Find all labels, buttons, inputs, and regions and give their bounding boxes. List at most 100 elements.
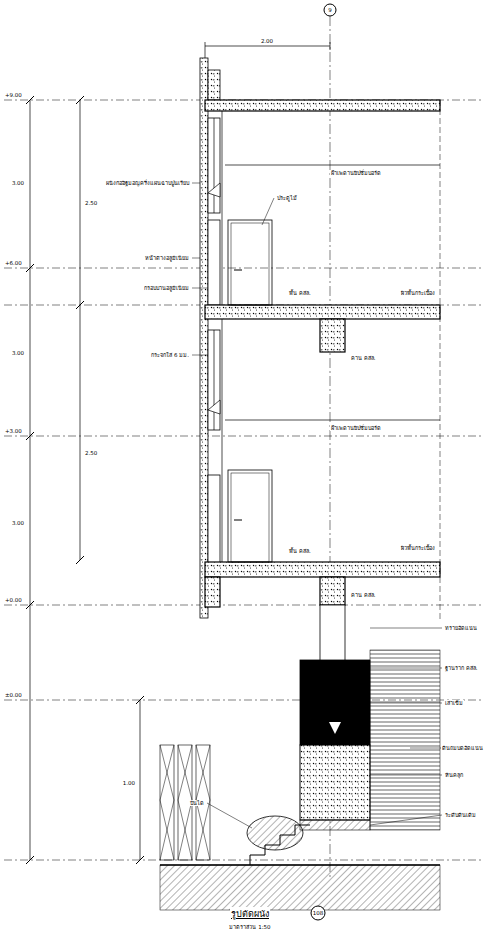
annotation-label: ±0.00	[4, 692, 23, 698]
annotation-label: 3.00	[11, 180, 25, 186]
dimension-tick	[26, 264, 34, 272]
inner-wall-line	[222, 111, 223, 305]
annotation-label: กระจกใส 6 มม.	[150, 352, 190, 358]
parapet	[208, 70, 220, 100]
annotation-label: +3.00	[4, 428, 23, 434]
door-handle	[234, 270, 242, 271]
annotation-label: 2.50	[84, 200, 98, 206]
leader-line	[370, 668, 442, 669]
dimension-tick	[136, 856, 144, 864]
beam	[320, 319, 345, 352]
glass-line	[214, 330, 215, 430]
annotation-label: ผิวพื้นกระเบื้อง	[400, 290, 436, 296]
annotation-label: หน้าต่างอลูมิเนียม	[144, 255, 190, 261]
callout-number: 108	[312, 910, 325, 916]
stump-column	[320, 605, 345, 660]
annotation-label: เสาเข็ม	[444, 700, 464, 706]
dimension-tick	[76, 556, 84, 564]
dimension-line	[80, 100, 81, 560]
dimension-line	[330, 42, 331, 50]
door-frame	[228, 220, 272, 305]
annotation-label: ผนังก่ออิฐมอญครึ่งแผ่นฉาบปูนเรียบ	[105, 180, 190, 186]
fence-brace	[178, 800, 192, 860]
annotation-label: +6.00	[4, 260, 23, 266]
level-line	[4, 860, 484, 861]
level-line	[4, 268, 484, 269]
fence-brace	[196, 800, 210, 860]
dimension-line	[140, 700, 141, 860]
roof-slab	[205, 100, 440, 111]
grid-bubble	[324, 4, 336, 16]
leader-line	[370, 703, 442, 704]
fence-brace	[196, 745, 210, 800]
annotation-label: คาน คสล.	[350, 355, 377, 361]
dimension-tick	[76, 301, 84, 309]
drawing-title: รูปตัดผนัง	[230, 907, 270, 921]
leader-line	[192, 355, 208, 356]
stair-steps	[250, 825, 310, 865]
fence-panel	[160, 745, 174, 860]
fence-brace	[160, 745, 174, 800]
annotation-label: ฝ้าเพดานยิปซั่มบอร์ด	[330, 425, 382, 431]
annotation-label: หินคลุก	[444, 772, 464, 778]
fence-brace	[178, 745, 192, 800]
leader-line	[207, 803, 252, 828]
door-frame	[228, 470, 272, 562]
level-line	[4, 605, 484, 606]
window-sill	[208, 400, 220, 414]
section-linework	[4, 4, 484, 920]
leader-line	[370, 775, 442, 776]
leader-line	[262, 198, 274, 225]
annotation-label: 3.00	[11, 350, 25, 356]
leader-line	[192, 183, 200, 184]
ground-beam	[205, 577, 220, 607]
footing-top	[300, 660, 370, 745]
annotation-label: +0.00	[4, 597, 23, 603]
annotation-label: ประตูไม้	[276, 195, 298, 201]
fence-brace	[178, 745, 192, 800]
annotation-label: บันได	[189, 800, 205, 806]
annotation-label: 2.00	[260, 38, 274, 44]
glazing-panel	[208, 220, 220, 305]
leader-line	[192, 288, 208, 289]
dimension-tick	[26, 432, 34, 440]
dimension-tick	[136, 696, 144, 704]
annotation-label: +9.00	[4, 92, 23, 98]
annotation-label: ฝ้าเพดานยิปซั่มบอร์ด	[330, 170, 382, 176]
fence-brace	[160, 800, 174, 860]
leader-line	[410, 748, 442, 749]
annotation-label: พื้น คสล.	[288, 548, 312, 554]
annotation-label: ผิวพื้นกระเบื้อง	[400, 545, 436, 551]
inner-wall-line	[222, 319, 223, 562]
window-frame	[208, 330, 220, 430]
lean-concrete	[300, 820, 370, 830]
fence-brace	[160, 745, 174, 800]
leader-line	[370, 815, 442, 825]
annotation-label: ดินถมบดอัดแน่น	[441, 745, 484, 751]
level-line	[4, 436, 484, 437]
ground-line	[160, 864, 440, 865]
fence-brace	[196, 745, 210, 800]
detail-bubble	[311, 906, 325, 920]
annotation-label: คาน คสล.	[350, 592, 377, 598]
dimension-tick	[26, 601, 34, 609]
window-sill	[208, 183, 220, 197]
leader-line	[370, 628, 442, 629]
annotation-label: ฐานราก คสล.	[444, 665, 479, 671]
fence-brace	[178, 800, 192, 860]
callout-number: 9	[327, 7, 333, 13]
annotation-label: ทรายอัดแน่น	[444, 625, 478, 631]
annotation-label: มาตราส่วน 1:50	[228, 924, 271, 930]
floor-slab	[205, 305, 440, 319]
fence-brace	[196, 800, 210, 860]
window-frame	[208, 118, 220, 213]
door-leaf	[231, 223, 269, 305]
leader-line	[192, 258, 200, 259]
annotation-label: กรอบบานอลูมิเนียม	[143, 285, 190, 291]
door-handle	[234, 520, 242, 521]
compacted-fill	[370, 650, 440, 830]
annotation-label: พื้น คสล.	[288, 290, 312, 296]
footing-base	[300, 745, 370, 820]
arrow-head	[329, 722, 341, 734]
